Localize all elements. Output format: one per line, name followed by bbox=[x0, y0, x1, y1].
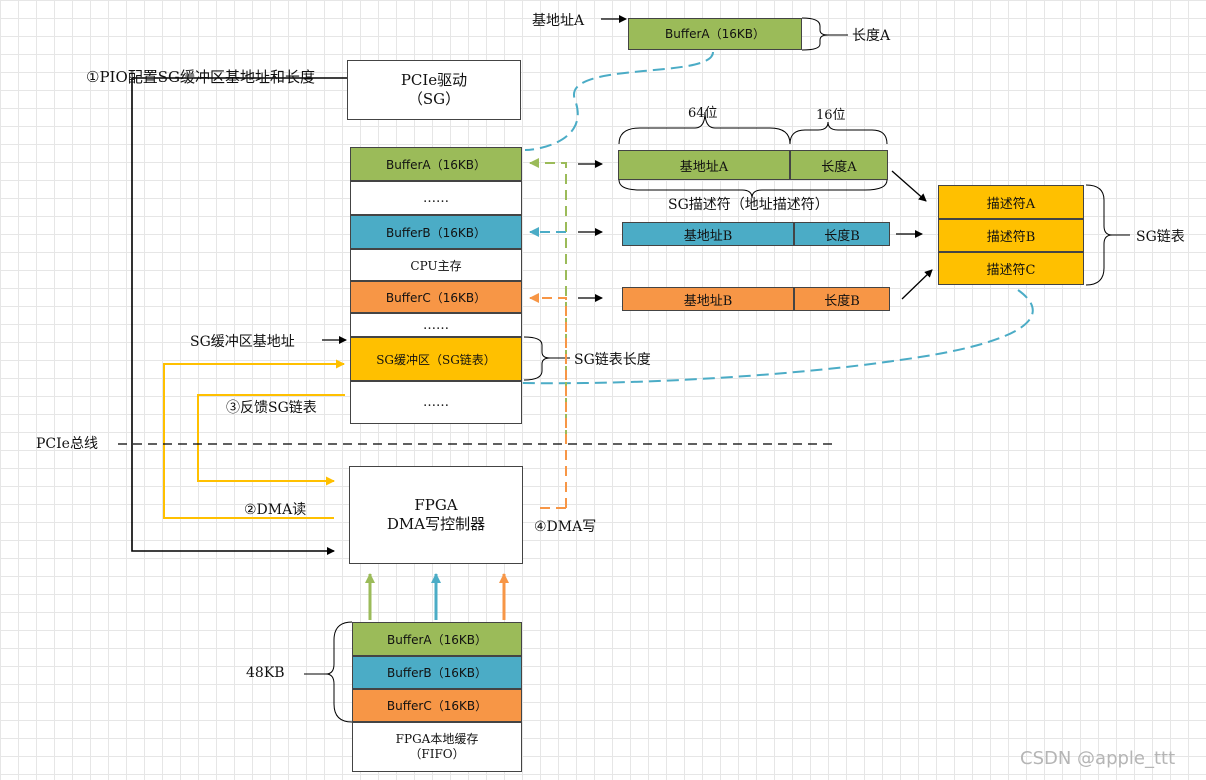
fifo-brace bbox=[325, 621, 353, 723]
dma-read-line bbox=[163, 359, 345, 519]
bits64-label: 64位 bbox=[688, 106, 718, 121]
pio-config-label: ①PIO配置SG缓冲区基地址和长度 bbox=[86, 68, 316, 86]
desc-a-to-list bbox=[891, 170, 927, 202]
pcie-driver-box: PCIe驱动 （SG） bbox=[347, 60, 521, 120]
pio-config-line bbox=[131, 77, 347, 555]
sg-list-descriptor-b: 描述符B bbox=[938, 219, 1084, 252]
sg-length-brace bbox=[523, 336, 551, 381]
sg-buffer: SG缓冲区（SG链表） bbox=[350, 337, 522, 381]
cpu-dots-3: …… bbox=[350, 381, 522, 424]
bits16-brace bbox=[789, 121, 888, 145]
fpga-dma-controller: FPGA DMA写控制器 bbox=[349, 466, 523, 564]
feedback-sg-label: ③反馈SG链表 bbox=[226, 400, 317, 416]
cpu-buffer-c: BufferC（16KB） bbox=[350, 281, 522, 313]
cpu-dots-1: …… bbox=[350, 181, 522, 215]
sg-base-addr-label: SG缓冲区基地址 bbox=[190, 334, 295, 350]
cpu-buffer-a: BufferA（16KB） bbox=[350, 147, 522, 181]
desc-a-base: 基地址A bbox=[618, 150, 790, 180]
descriptor-caption-brace bbox=[618, 179, 888, 199]
sg-list-mapping-curve bbox=[439, 289, 1034, 385]
top-buffer-a: BufferA（16KB） bbox=[628, 18, 802, 50]
dma-read-label: ②DMA读 bbox=[244, 502, 307, 518]
pcie-bus-label: PCIe总线 bbox=[36, 436, 98, 452]
sg-list-descriptor-c: 描述符C bbox=[938, 252, 1084, 285]
bits64-brace bbox=[618, 111, 791, 145]
buffer-a-mapping-curve bbox=[524, 51, 714, 151]
desc-c-length: 长度B bbox=[794, 287, 890, 311]
fpga-line1: FPGA bbox=[414, 496, 458, 515]
pcie-driver-line1: PCIe驱动 bbox=[400, 71, 468, 90]
sg-list-brace bbox=[1085, 184, 1113, 286]
sg-list-length-label: SG链表长度 bbox=[574, 352, 651, 368]
desc-c-base: 基地址B bbox=[622, 287, 794, 311]
dma-write-a-line bbox=[529, 158, 567, 440]
fifo-line1: FPGA本地缓存 bbox=[395, 732, 479, 746]
pcie-driver-line2: （SG） bbox=[407, 90, 461, 108]
fifo-size-label: 48KB bbox=[246, 665, 285, 681]
base-addr-a-label: 基地址A bbox=[532, 13, 585, 29]
fifo-buffer-c: BufferC（16KB） bbox=[352, 689, 522, 722]
fifo-buffer-b: BufferB（16KB） bbox=[352, 656, 522, 689]
cpu-memory-title: CPU主存 bbox=[350, 249, 522, 281]
cpu-buffer-b: BufferB（16KB） bbox=[350, 215, 522, 249]
cpu-dots-2: …… bbox=[350, 313, 522, 337]
dma-write-c-up bbox=[529, 293, 567, 508]
bits16-label: 16位 bbox=[816, 108, 846, 123]
desc-b-base: 基地址B bbox=[622, 222, 794, 246]
fifo-buffer-a: BufferA（16KB） bbox=[352, 622, 522, 656]
length-a-label: 长度A bbox=[852, 28, 891, 44]
length-a-brace bbox=[801, 17, 829, 51]
desc-c-to-list bbox=[901, 269, 933, 300]
fifo-line2: （FIFO） bbox=[409, 747, 465, 761]
sg-list-label: SG链表 bbox=[1136, 229, 1185, 245]
watermark: CSDN @apple_ttt bbox=[1020, 748, 1176, 769]
sg-list-descriptor-a: 描述符A bbox=[938, 185, 1084, 219]
desc-b-length: 长度B bbox=[794, 222, 890, 246]
fpga-line2: DMA写控制器 bbox=[386, 515, 486, 533]
fifo-title-box: FPGA本地缓存 （FIFO） bbox=[352, 722, 522, 772]
desc-a-length: 长度A bbox=[790, 150, 888, 180]
descriptor-caption: SG描述符（地址描述符） bbox=[668, 197, 829, 213]
feedback-line bbox=[197, 394, 345, 486]
dma-write-label: ④DMA写 bbox=[534, 519, 597, 535]
